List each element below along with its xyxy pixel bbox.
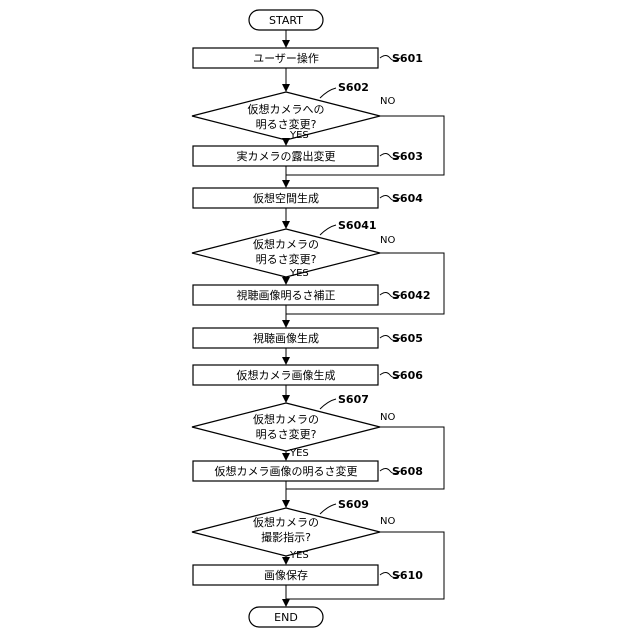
process-s603: 実カメラの露出変更 (193, 146, 378, 166)
step-label-s609: S609 (338, 498, 369, 511)
process-s610: 画像保存 (193, 565, 378, 585)
decision-s602: 仮想カメラへの 明るさ変更? (192, 92, 380, 140)
step-label-s6041: S6041 (338, 219, 377, 232)
step-label-s608: S608 (392, 465, 423, 478)
step-label-s606: S606 (392, 369, 423, 382)
process-s606-label: 仮想カメラ画像生成 (237, 368, 336, 382)
start-terminal: START (249, 10, 323, 30)
step-label-s602: S602 (338, 81, 369, 94)
process-s6042-label: 視聴画像明るさ補正 (237, 288, 336, 302)
process-s604: 仮想空間生成 (193, 188, 378, 208)
process-s608: 仮想カメラ画像の明るさ変更 (193, 461, 378, 481)
step-leader (320, 399, 336, 409)
step-label-s610: S610 (392, 569, 423, 582)
yes-label: YES (289, 448, 309, 459)
step-label-s604: S604 (392, 192, 423, 205)
step-leader (320, 88, 336, 98)
process-s601: ユーザー操作 (193, 48, 378, 68)
step-leader (320, 504, 336, 514)
decision-s607: 仮想カメラの 明るさ変更? (192, 403, 380, 451)
decision-s609: 仮想カメラの 撮影指示? (192, 508, 380, 556)
process-s608-label: 仮想カメラ画像の明るさ変更 (215, 464, 358, 478)
decision-s602-line2: 明るさ変更? (256, 117, 317, 131)
decision-s6041: 仮想カメラの 明るさ変更? (192, 229, 380, 277)
process-s601-label: ユーザー操作 (253, 51, 319, 65)
end-label: END (274, 611, 298, 624)
process-s604-label: 仮想空間生成 (253, 191, 319, 205)
step-label-s6042: S6042 (392, 289, 431, 302)
end-terminal: END (249, 607, 323, 627)
start-label: START (269, 14, 303, 27)
process-s605: 視聴画像生成 (193, 328, 378, 348)
process-s606: 仮想カメラ画像生成 (193, 365, 378, 385)
step-label-s607: S607 (338, 393, 369, 406)
decision-s607-line2: 明るさ変更? (256, 427, 317, 441)
decision-s6041-line1: 仮想カメラの (253, 237, 319, 251)
step-label-s603: S603 (392, 150, 423, 163)
yes-label: YES (289, 130, 309, 141)
process-s603-label: 実カメラの露出変更 (237, 149, 336, 163)
no-label: NO (380, 96, 395, 107)
no-label: NO (380, 235, 395, 246)
step-label-s605: S605 (392, 332, 423, 345)
process-s605-label: 視聴画像生成 (253, 331, 319, 345)
yes-label: YES (289, 268, 309, 279)
step-label-s601: S601 (392, 52, 423, 65)
decision-s6041-line2: 明るさ変更? (256, 252, 317, 266)
process-s6042: 視聴画像明るさ補正 (193, 285, 378, 305)
decision-s609-line2: 撮影指示? (261, 530, 311, 544)
yes-label: YES (289, 550, 309, 561)
no-label: NO (380, 412, 395, 423)
process-s610-label: 画像保存 (264, 568, 308, 582)
decision-s609-line1: 仮想カメラの (253, 515, 319, 529)
decision-s607-line1: 仮想カメラの (253, 412, 319, 426)
decision-s602-line1: 仮想カメラへの (248, 102, 325, 116)
no-label: NO (380, 516, 395, 527)
step-leader (320, 225, 336, 235)
